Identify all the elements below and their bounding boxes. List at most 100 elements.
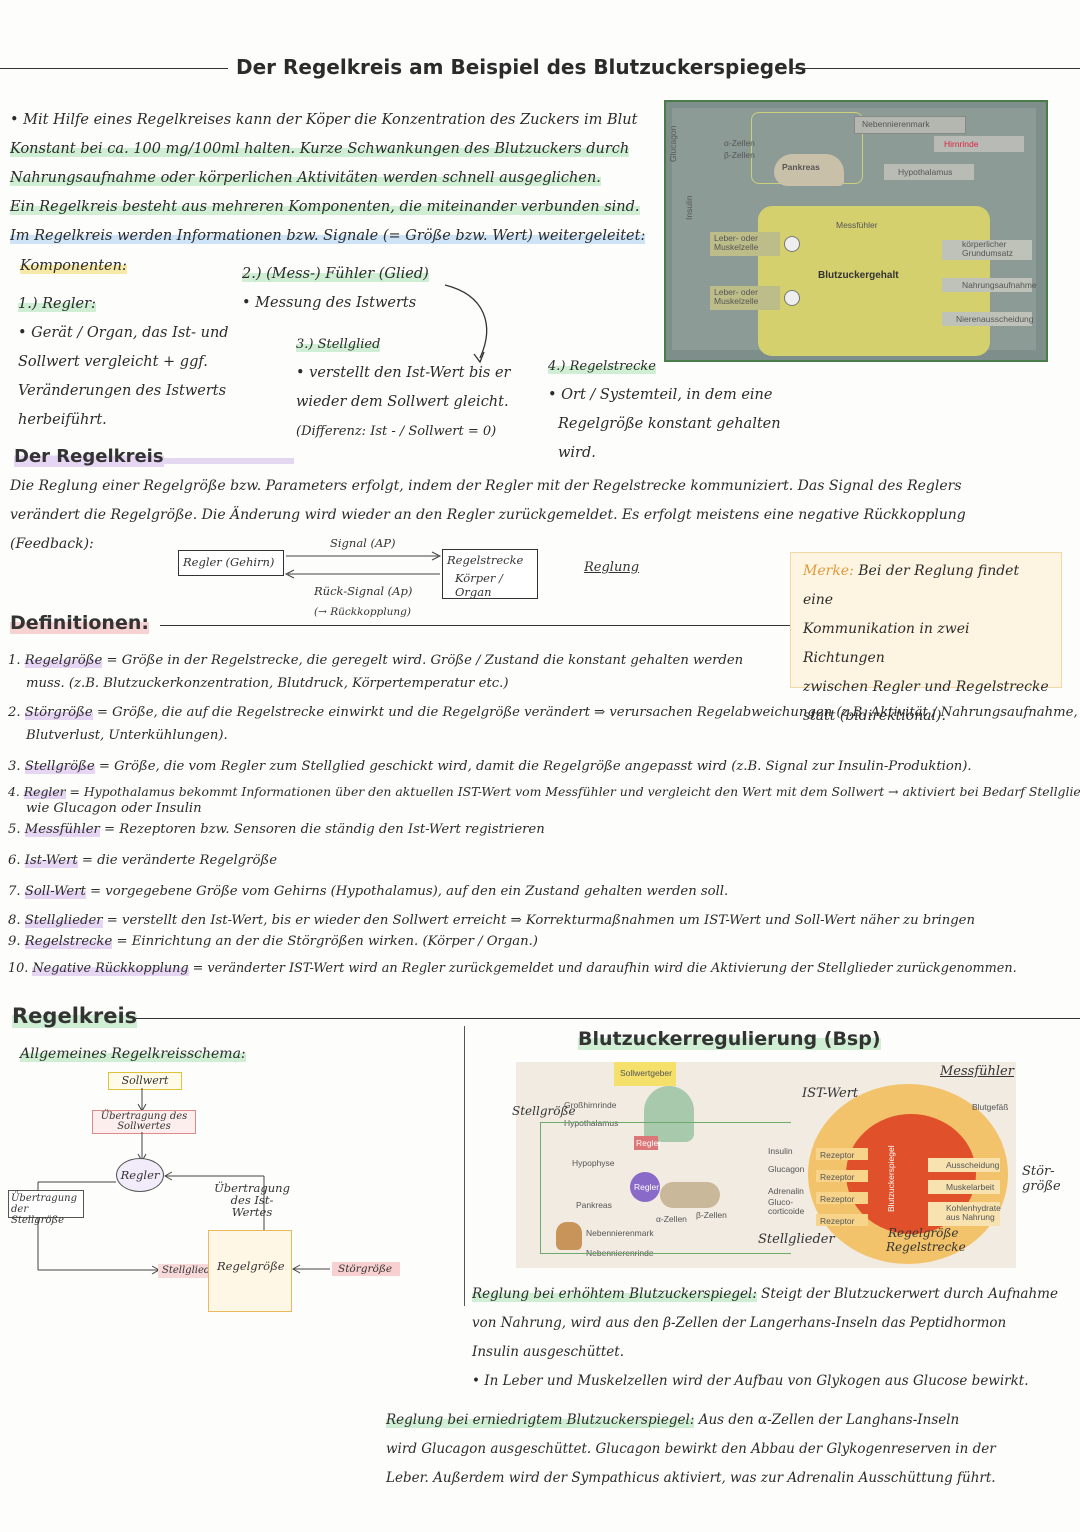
k4-title: 4.) Regelstrecke — [548, 359, 656, 374]
k1-line: • Gerät / Organ, das Ist- und — [18, 325, 229, 341]
label-rezeptor-3: Rezeptor — [820, 1194, 855, 1204]
feedback-arrows — [284, 551, 442, 579]
label-messfuehler-hand: Messfühler — [940, 1064, 1014, 1079]
bz-low-label: Reglung bei erniedrigtem Blutzuckerspieg… — [386, 1412, 695, 1428]
uebertragung-soll-box: Übertragung des Sollwertes — [92, 1110, 196, 1134]
label-rezeptor-1: Rezeptor — [820, 1150, 855, 1160]
label-leber-1: Leber- oder Muskelzelle — [714, 233, 759, 252]
schema-lines — [37, 1171, 265, 1275]
rezeptor-box-4 — [816, 1214, 868, 1226]
komponente-regelstrecke: 4.) Regelstrecke • Ort / Systemteil, in … — [548, 352, 808, 468]
k4-line: wird. — [558, 445, 596, 461]
sollwert-label: Sollwert — [121, 1074, 169, 1087]
regelkreis-line: Die Reglung einer Regelgröße bzw. Parame… — [10, 478, 962, 494]
bz-low-line: Leber. Außerdem wird der Sympathicus akt… — [386, 1470, 996, 1486]
hirnrinde-box — [934, 136, 1024, 152]
label-blutgefaess: Blutgefäß — [972, 1102, 1009, 1112]
uebertragung-stell-box: Übertragung der Stellgröße — [8, 1190, 84, 1226]
label-beta-bz: β-Zellen — [696, 1210, 727, 1220]
bz-photo: Sollwertgeber Großhirnrinde Hypothalamus… — [516, 1062, 1016, 1268]
label-hypothalamus: Hypothalamus — [564, 1118, 619, 1128]
rezeptor-box-2 — [816, 1170, 868, 1182]
ausscheidung-box — [928, 1158, 1000, 1172]
regler-box-label: Regler (Gehirn) — [183, 555, 275, 569]
label-niere: Nierenausscheidung — [956, 314, 1034, 324]
label-glucagon: Glucagon — [668, 125, 678, 162]
regelstrecke-label-2: Körper / Organ — [455, 571, 503, 599]
definitionen-heading: Definitionen: — [10, 612, 149, 634]
regelkreis-heading: Der Regelkreis — [14, 446, 164, 467]
title-rule-left — [0, 68, 228, 69]
pancreas-shape-bz — [660, 1182, 720, 1208]
arrow-to-stellglied — [444, 284, 488, 364]
definition-8: 8. Stellglieder = verstellt den Ist-Wert… — [8, 913, 975, 928]
nebennierenmark-box — [854, 116, 966, 134]
label-stellgroesse-hand: Stellgröße — [512, 1104, 576, 1118]
label-gluco-bz: Gluco-corticoide — [768, 1197, 805, 1216]
label-rueck-signal: Rück-Signal (Ap) — [314, 584, 413, 598]
k1-line: herbeiführt. — [18, 412, 107, 428]
label-messfuehler: Messfühler — [836, 220, 878, 230]
rezeptor-box-3 — [816, 1192, 868, 1204]
komponente-regler: 1.) Regler: • Gerät / Organ, das Ist- un… — [18, 290, 248, 435]
definition-6: 6. Ist-Wert = die veränderte Regelgröße — [8, 853, 278, 868]
merke-label: Merke: — [803, 563, 854, 579]
bz-high-line: von Nahrung, wird aus den β-Zellen der L… — [472, 1315, 1007, 1331]
label-sollwertgeber: Sollwertgeber — [620, 1068, 672, 1078]
label-insulin-bz: Insulin — [768, 1146, 793, 1156]
regler-label: Regler — [120, 1168, 160, 1182]
bz-low-text: Reglung bei erniedrigtem Blutzuckerspieg… — [386, 1406, 1066, 1493]
bz-heading: Blutzuckerregulierung (Bsp) — [578, 1028, 881, 1050]
k1-line: Veränderungen des Istwerts — [18, 383, 227, 399]
regler2-circle — [630, 1172, 660, 1202]
merke-line: zwischen Regler und Regelstrecke — [803, 679, 1049, 695]
hypothalamus-box — [884, 164, 974, 180]
intro-line-1: Mit Hilfe eines Regelkreises kann der Kö… — [23, 112, 638, 128]
label-signal: Signal (AP) — [330, 536, 396, 550]
merke-line: Kommunikation in zwei Richtungen — [803, 621, 970, 666]
komponenten-label: Komponenten: — [20, 258, 127, 274]
vertical-divider — [464, 1026, 465, 1306]
regelkreis-text: Die Reglung einer Regelgröße bzw. Parame… — [10, 472, 1080, 559]
label-hypothalamus: Hypothalamus — [898, 167, 953, 177]
minus-icon — [784, 236, 800, 252]
leber-box-2 — [710, 286, 780, 310]
label-muskelarbeit: Muskelarbeit — [946, 1182, 995, 1192]
merke-box: Merke: Bei der Reglung findet eine Kommu… — [790, 552, 1062, 724]
diagram-photo-top: Nebennierenmark Hirnrinde α-Zellen β-Zel… — [664, 100, 1048, 362]
k2-line: • Messung des Istwerts — [242, 295, 417, 311]
k4-line: • Ort / Systemteil, in dem eine — [548, 387, 773, 403]
label-rezeptor-2: Rezeptor — [820, 1172, 855, 1182]
pancreas-shape — [774, 154, 844, 186]
label-stoergroesse-hand: Stör-größe — [1022, 1164, 1061, 1194]
label-nnm: Nebennierenmark — [586, 1228, 654, 1238]
brain-shape — [644, 1086, 694, 1142]
label-regelgroesse-hand: Regelgröße — [888, 1226, 959, 1240]
grundumsatz-box — [942, 240, 1032, 260]
regler-circle: Regler — [116, 1158, 164, 1192]
heading-underline — [164, 458, 294, 464]
label-hypophyse: Hypophyse — [572, 1158, 615, 1168]
k2-title: 2.) (Mess-) Fühler (Glied) — [242, 266, 429, 282]
komponente-messfuehler: 2.) (Mess-) Fühler (Glied) • Messung des… — [242, 260, 502, 318]
regler1-box — [634, 1136, 658, 1150]
definition-4: 4. Regler = Hypothalamus bekommt Informa… — [8, 784, 1080, 799]
intro-text: • Mit Hilfe eines Regelkreises kann der … — [10, 106, 670, 251]
definition-5: 5. Messfühler = Rezeptoren bzw. Sensoren… — [8, 822, 545, 837]
label-adrenalin-bz: Adrenalin — [768, 1186, 804, 1196]
intro-line-2: Konstant bei ca. 100 mg/100ml halten. Ku… — [10, 141, 630, 157]
green-lines — [540, 1122, 791, 1254]
bullet: • — [10, 112, 24, 128]
regelgroesse-box: Regelgröße — [208, 1230, 292, 1312]
bz-high-text: Reglung bei erhöhtem Blutzuckerspiegel: … — [472, 1280, 1072, 1396]
uebertragung-stell-label: Übertragung der Stellgröße — [11, 1193, 77, 1226]
label-insulin: Insulin — [684, 195, 694, 220]
k4-line: Regelgröße konstant gehalten — [558, 416, 781, 432]
label-regler-1: Regler — [636, 1138, 662, 1148]
arrow-down-1 — [137, 1088, 147, 1112]
definition-9: 9. Regelstrecke = Einrichtung an der die… — [8, 934, 538, 949]
niere-box — [942, 312, 1032, 326]
rezeptor-box-1 — [816, 1148, 868, 1160]
label-regelstrecke-hand: Regelstrecke — [886, 1240, 966, 1254]
label-alpha: α-Zellen — [724, 138, 755, 148]
